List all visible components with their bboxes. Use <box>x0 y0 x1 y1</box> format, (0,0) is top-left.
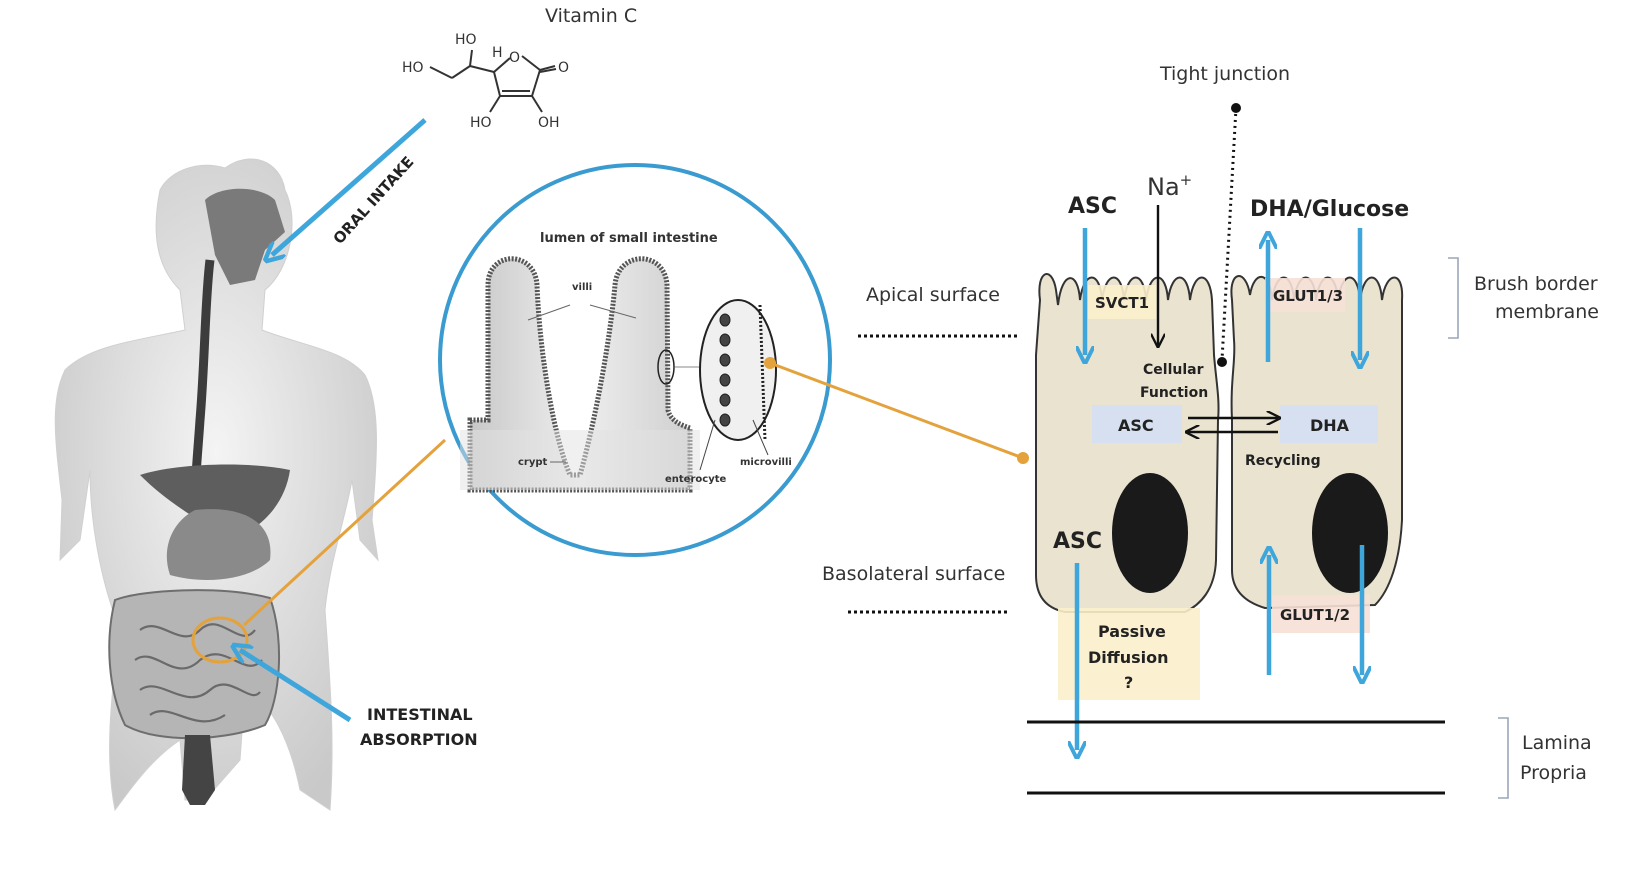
connector-dot-end <box>1017 452 1029 464</box>
villi-pointer-2 <box>589 304 637 319</box>
svct1-box <box>1088 285 1156 319</box>
glut12-label: GLUT1/2 <box>1280 606 1350 624</box>
lamina-propria-bracket <box>1498 717 1509 799</box>
tight-junction-pointer <box>1220 107 1238 361</box>
connector-intestine-to-magnifier <box>242 438 447 627</box>
left-nucleus <box>1112 473 1188 593</box>
right-nucleus <box>1312 473 1388 593</box>
brush-border-label-line2: membrane <box>1495 301 1599 323</box>
microvilli-pointer <box>752 419 769 456</box>
passive-diffusion-line1: Passive <box>1098 622 1166 641</box>
recycling-label: Recycling <box>1245 453 1321 469</box>
villi-base <box>460 430 700 490</box>
villi-pointer-1 <box>527 304 571 321</box>
dha-box-label: DHA <box>1310 416 1350 435</box>
molecule-group-h: H <box>492 45 503 61</box>
enterocyte-label: enterocyte <box>665 474 726 485</box>
apical-surface-label: Apical surface <box>866 284 1000 306</box>
magnifier-villi: lumen of small intestine villi crypt ent… <box>438 163 832 557</box>
microvilli-label: microvilli <box>740 457 792 468</box>
connector-magnifier-to-cell <box>769 361 1024 460</box>
small-intestine-coils <box>134 623 263 723</box>
molecule-group-ho-bottom: HO <box>470 115 492 131</box>
na-label: Na+ <box>1147 171 1192 201</box>
passive-diffusion-line2: Diffusion <box>1088 648 1169 667</box>
glut13-label: GLUT1/3 <box>1273 287 1343 305</box>
asc-box-label: ASC <box>1118 416 1154 435</box>
molecule-group-ho-top: HO <box>455 32 477 48</box>
molecule-group-o-carbonyl: O <box>558 60 569 76</box>
brush-border-label-line1: Brush border <box>1474 273 1598 295</box>
molecule-group-oh-bottom: OH <box>538 115 560 131</box>
tight-junction-dot-bottom <box>1217 357 1227 367</box>
enterocyte-pointer <box>699 419 716 471</box>
villi-label: villi <box>572 282 592 293</box>
intestinal-absorption-arrow <box>240 650 352 723</box>
passive-diffusion-box <box>1058 608 1200 700</box>
microvilli-edge <box>758 304 767 441</box>
molecule-bonds <box>429 49 557 113</box>
dha-glucose-label: DHA/Glucose <box>1250 197 1409 222</box>
enterocyte-cell-diagram: SVCT1 GLUT1/3 GLUT1/2 Passive Diffusion … <box>822 63 1599 799</box>
vitamin-c-structure: Vitamin C HO HO H O O HO OH <box>402 5 637 131</box>
glut13-box <box>1265 278 1345 312</box>
dha-box <box>1280 405 1378 443</box>
molecule-group-o-ring: O <box>509 50 520 66</box>
enterocyte-detail-ellipse <box>699 299 777 441</box>
tight-junction-label: Tight junction <box>1159 63 1290 85</box>
na-label-text: Na <box>1147 173 1180 201</box>
basolateral-surface-label: Basolateral surface <box>822 563 1005 585</box>
head-cavity <box>205 188 285 285</box>
intestine-highlight-circle <box>191 616 249 664</box>
na-label-sup: + <box>1180 171 1193 189</box>
lumen-label: lumen of small intestine <box>540 231 718 246</box>
lamina-propria-label-line2: Propria <box>1520 762 1587 784</box>
rectum <box>182 735 215 805</box>
lamina-propria-label-line1: Lamina <box>1522 732 1592 754</box>
cellular-function-line2: Function <box>1140 385 1208 401</box>
asc-apical-label: ASC <box>1068 194 1117 219</box>
villus-detail-marker <box>657 349 675 385</box>
crypt-label: crypt <box>518 457 548 468</box>
enterocyte-cells <box>719 313 731 427</box>
cellular-function-line1: Cellular <box>1143 362 1204 378</box>
molecule-title: Vitamin C <box>545 5 637 27</box>
tight-junction-dot-top <box>1231 103 1241 113</box>
molecule-group-ho-left: HO <box>402 60 424 76</box>
stomach <box>166 509 271 580</box>
brush-border-bracket <box>1448 257 1459 339</box>
human-body-illustration <box>54 158 379 812</box>
passive-diffusion-line3: ? <box>1124 673 1133 692</box>
asc-basolateral-label: ASC <box>1053 529 1102 554</box>
svct1-label: SVCT1 <box>1095 294 1149 312</box>
intestinal-absorption-label-line2: ABSORPTION <box>360 730 478 749</box>
oral-intake-arrow <box>272 118 427 255</box>
glut12-box <box>1272 595 1370 633</box>
asc-box <box>1092 405 1182 443</box>
intestinal-absorption-label-line1: INTESTINAL <box>367 705 473 724</box>
